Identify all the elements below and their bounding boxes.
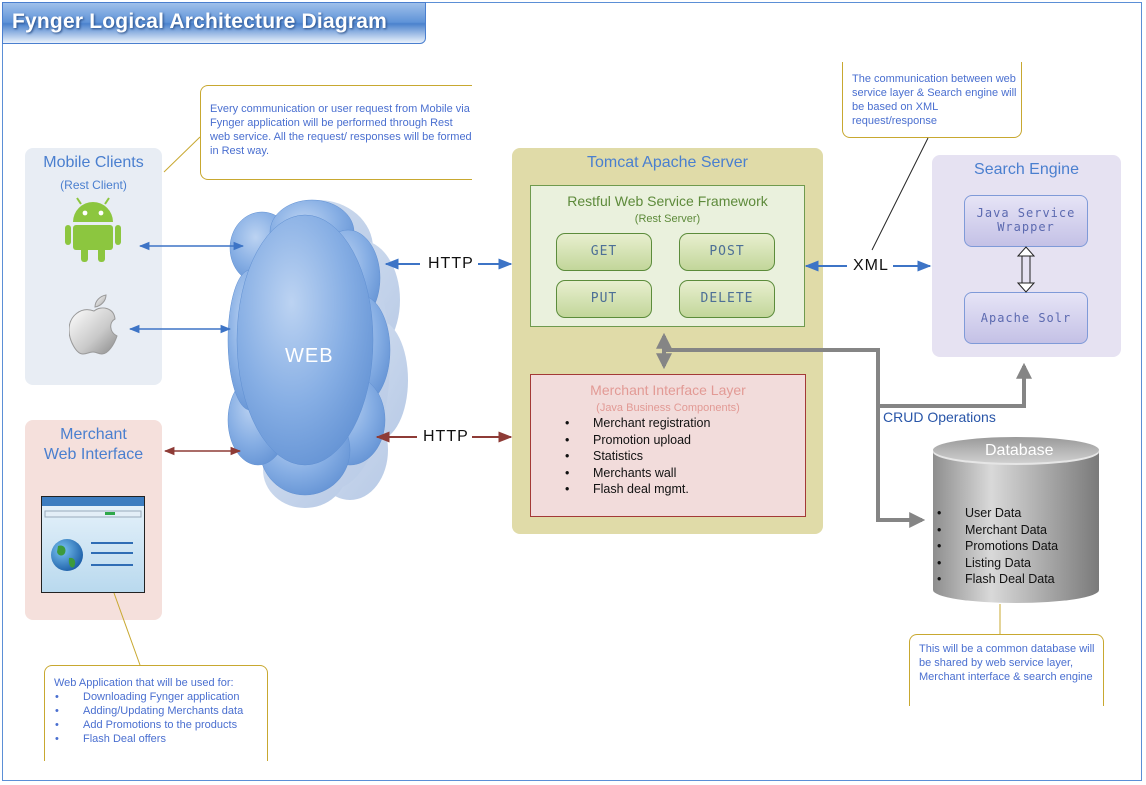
mobile-rest-note-text: Every communication or user request from… — [210, 103, 472, 157]
web-app-note-item: Downloading Fynger application — [55, 690, 243, 704]
crud-operations-label: CRUD Operations — [883, 409, 996, 425]
java-service-wrapper-box: Java Service Wrapper — [964, 195, 1088, 247]
restful-framework-subtitle: (Rest Server) — [634, 213, 701, 225]
web-app-note-item: Flash Deal offers — [55, 732, 243, 746]
merchant-web-title: Merchant Web Interface — [43, 426, 144, 463]
web-page-globe-icon — [41, 496, 145, 593]
mobile-clients-panel: Mobile Clients (Rest Client) — [25, 148, 162, 385]
restful-framework-title: Restful Web Service Framework — [567, 193, 768, 209]
web-app-note: Web Application that will be used for: D… — [44, 665, 268, 761]
java-service-wrapper-label: Java Service Wrapper — [976, 206, 1076, 234]
database-item: Flash Deal Data — [937, 571, 1058, 588]
get-button: GET — [556, 233, 652, 271]
xml-note-text: The communication between web service la… — [852, 73, 1017, 127]
mobile-rest-note: Every communication or user request from… — [200, 85, 472, 180]
merchant-layer-item: Merchant registration — [565, 415, 710, 432]
http-bottom-label: HTTP — [423, 428, 469, 445]
merchant-web-panel: Merchant Web Interface — [25, 420, 162, 620]
database-note: This will be a common database will be s… — [909, 634, 1104, 706]
database-note-text: This will be a common database will be s… — [919, 643, 1095, 683]
database-item: Merchant Data — [937, 522, 1058, 539]
database-item: User Data — [937, 505, 1058, 522]
database-title: Database — [985, 442, 1054, 459]
apache-solr-label: Apache Solr — [980, 311, 1072, 325]
apple-icon — [69, 294, 118, 355]
tomcat-server-title: Tomcat Apache Server — [587, 154, 748, 171]
xml-note: The communication between web service la… — [842, 62, 1022, 138]
diagram-title: Fynger Logical Architecture Diagram — [12, 10, 387, 33]
xml-label: XML — [853, 257, 889, 274]
web-app-note-item: Add Promotions to the products — [55, 718, 243, 732]
merchant-interface-layer: Merchant Interface Layer (Java Business … — [530, 374, 806, 517]
web-cloud-label: WEB — [285, 345, 334, 367]
merchant-layer-item: Promotion upload — [565, 432, 710, 449]
mobile-clients-title: Mobile Clients — [43, 154, 144, 171]
merchant-layer-item: Statistics — [565, 448, 710, 465]
put-button: PUT — [556, 280, 652, 318]
merchant-layer-subtitle: (Java Business Components) — [596, 402, 740, 414]
database-item: Promotions Data — [937, 538, 1058, 555]
web-app-note-item: Adding/Updating Merchants data — [55, 704, 243, 718]
title-banner: Fynger Logical Architecture Diagram — [2, 2, 426, 44]
web-app-note-title: Web Application that will be used for: — [54, 677, 234, 689]
mobile-clients-subtitle: (Rest Client) — [60, 178, 127, 192]
post-button: POST — [679, 233, 775, 271]
merchant-layer-item: Flash deal mgmt. — [565, 481, 710, 498]
android-icon — [65, 197, 121, 262]
delete-button: DELETE — [679, 280, 775, 318]
merchant-layer-item: Merchants wall — [565, 465, 710, 482]
apache-solr-box: Apache Solr — [964, 292, 1088, 344]
database-item: Listing Data — [937, 555, 1058, 572]
http-top-label: HTTP — [428, 255, 474, 272]
merchant-layer-title: Merchant Interface Layer — [590, 382, 746, 398]
search-engine-title: Search Engine — [974, 161, 1079, 178]
